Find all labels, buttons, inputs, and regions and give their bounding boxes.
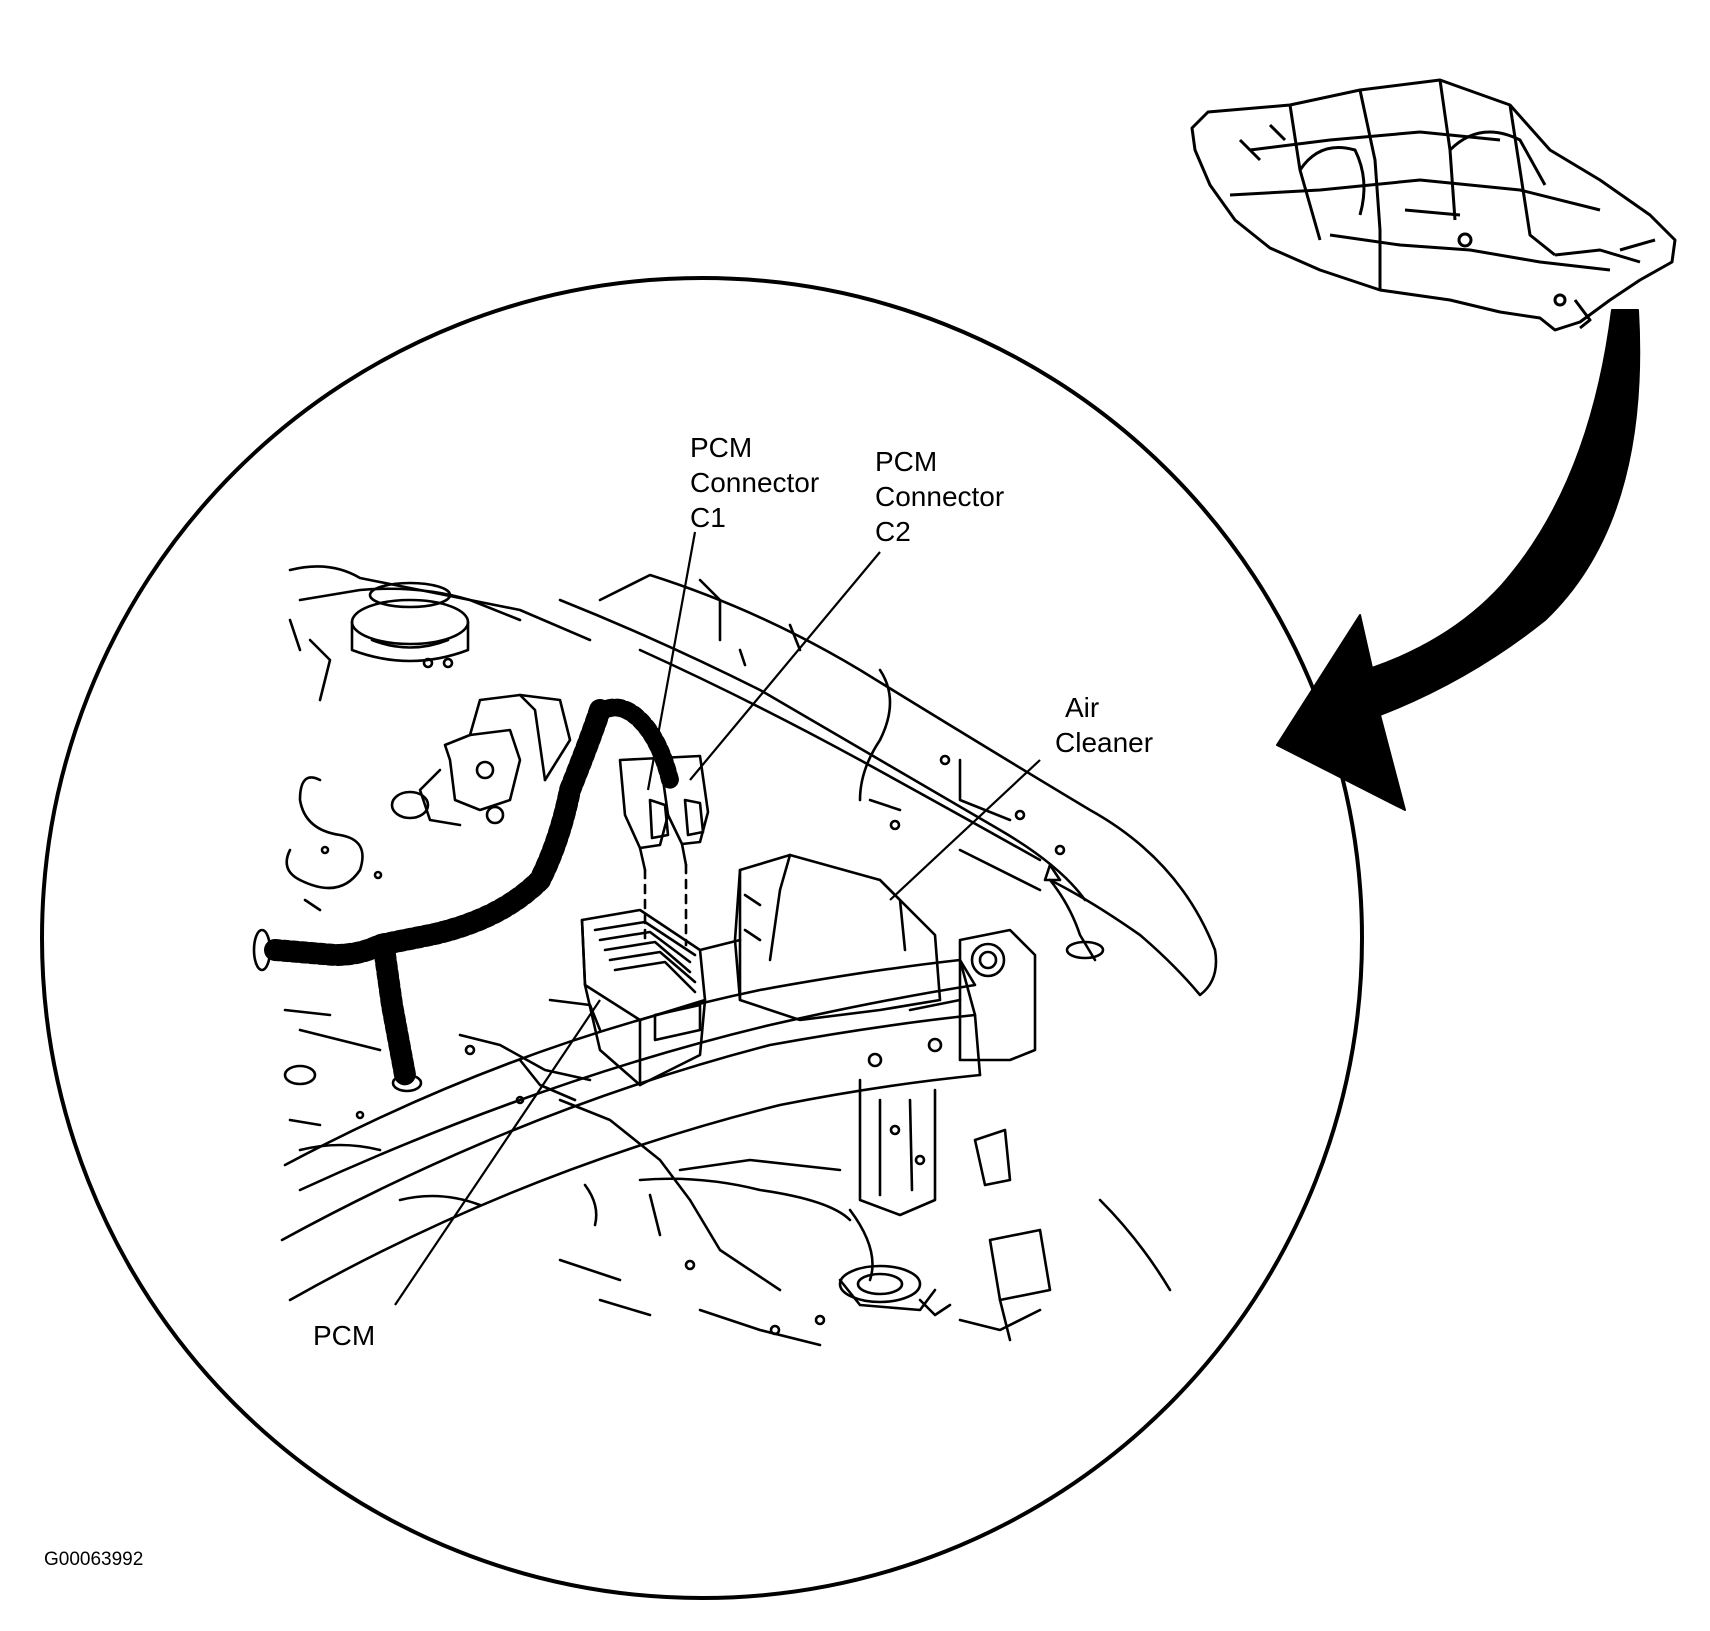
label-line: PCM — [875, 446, 938, 477]
leader-line-air-cleaner — [889, 759, 1041, 901]
label-line: Connector — [875, 481, 1005, 512]
label-line: Connector — [690, 467, 820, 498]
label-line: C1 — [690, 502, 726, 533]
leader-lines — [394, 531, 1041, 1306]
figure-id: G00063992 — [44, 1549, 144, 1570]
leader-line-pcm — [394, 999, 601, 1306]
label-pcm-connector-c2: PCM Connector C2 — [875, 444, 1004, 549]
detail-circle — [40, 276, 1364, 1600]
label-pcm-connector-c1: PCM Connector C1 — [690, 430, 819, 535]
engine-compartment-drawing — [252, 565, 1218, 1347]
leader-line-c2 — [689, 551, 881, 781]
vehicle-body-locator — [1190, 78, 1677, 332]
label-line: PCM — [313, 1320, 376, 1351]
leader-line-c1 — [646, 531, 697, 791]
label-pcm: PCM — [313, 1318, 375, 1353]
label-line: C2 — [875, 516, 911, 547]
label-line: PCM — [690, 432, 753, 463]
label-line: Cleaner — [1055, 727, 1154, 758]
label-air-cleaner: Air Cleaner — [1055, 690, 1153, 760]
label-line: Air — [1065, 692, 1100, 723]
